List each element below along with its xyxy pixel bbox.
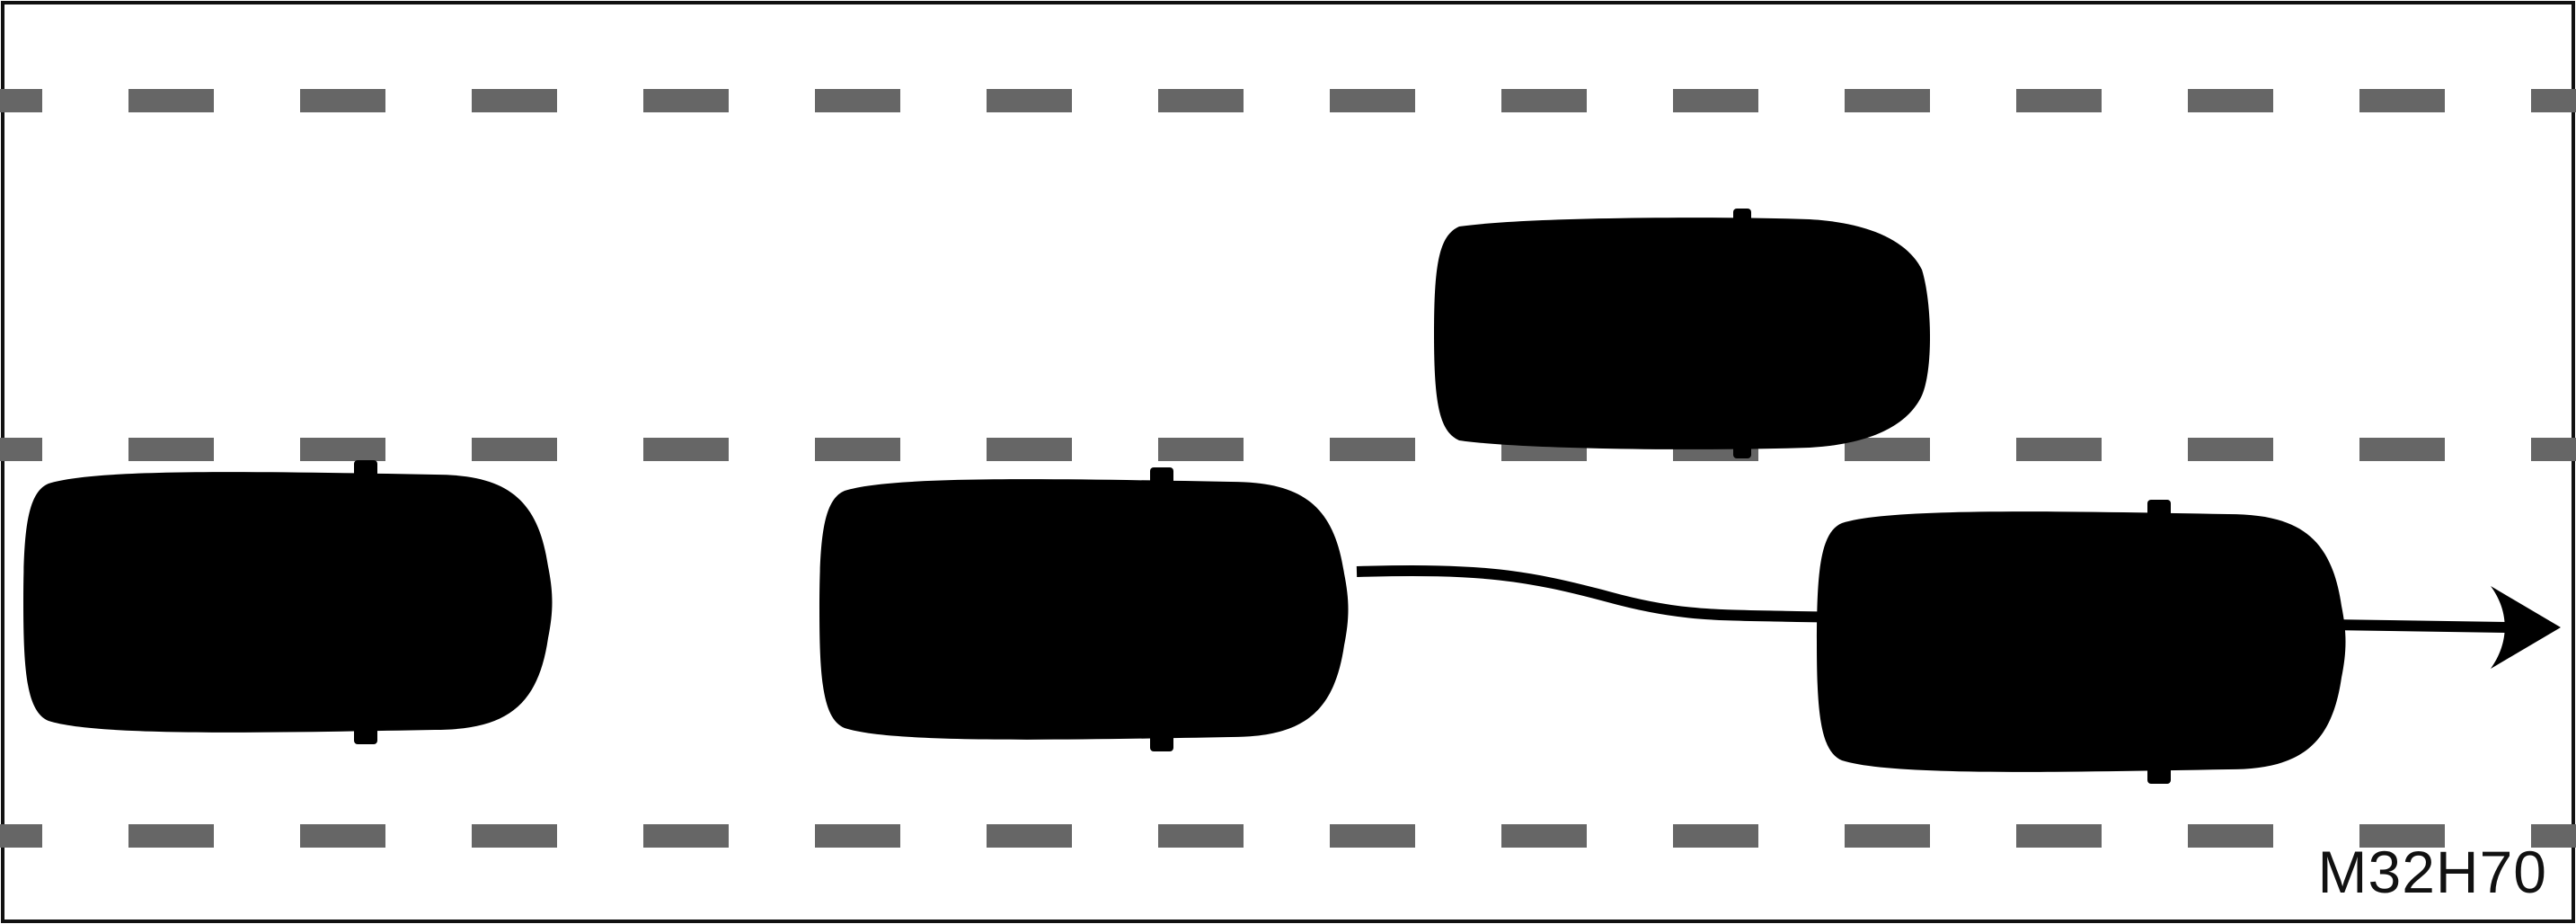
own-vehicle-passing-position — [819, 467, 1349, 751]
own-vehicle-end-position — [1817, 500, 2346, 784]
travel-path-line — [1356, 565, 2508, 633]
own-vehicle — [23, 460, 553, 744]
overtaken-vehicle — [1434, 209, 1931, 458]
figure-code-label: M32H70 — [2317, 839, 2547, 905]
travel-path-arrowhead — [2491, 586, 2561, 669]
